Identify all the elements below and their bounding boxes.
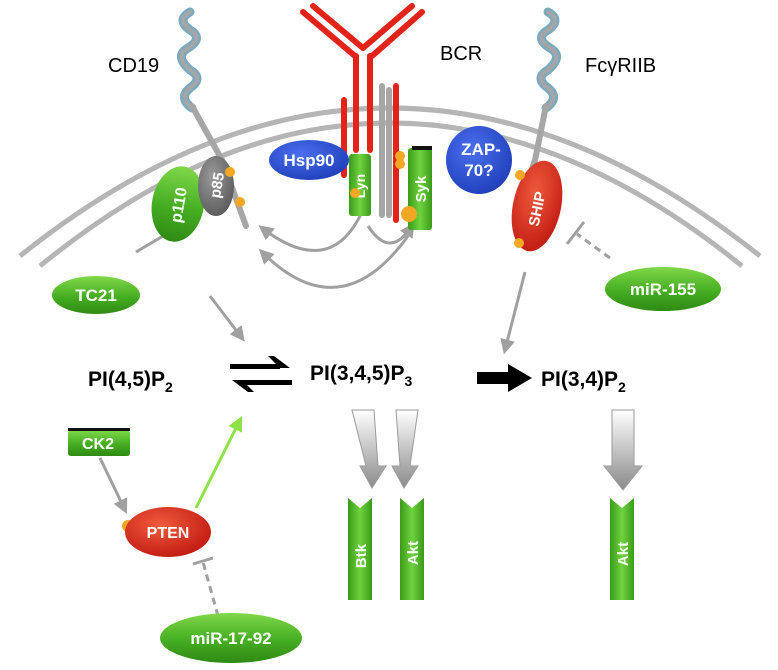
zap70-protein: ZAP- 70? [446,126,512,194]
akt-right-label: Akt [615,542,632,566]
ck2-to-pten-arrow [98,457,128,515]
ship-phosphatase: SHIP [511,160,563,252]
mir155-inhibition [576,232,611,260]
mir1792-inhibition [201,561,220,617]
activation-arrows-upper [135,211,527,355]
pip3-label: PI(3,4,5)P3 [310,362,413,389]
ck2-label: CK2 [82,436,114,453]
mir1792: miR-17-92 [160,613,302,663]
pip2-sub: 2 [165,379,173,395]
p110-label: p110 [168,186,191,224]
pi34p2-sub: 2 [618,379,626,395]
pten-phosphatase: PTEN [125,507,211,557]
btk-label: Btk [353,543,370,568]
pten-to-pip2-arrow [194,415,243,509]
mir155-inhibition-bar [565,221,586,245]
akt-effector-right: Akt [610,498,634,600]
bcr-coreceptor-chains [379,83,392,218]
zap70-label-line2: 70? [464,161,493,180]
tc21-protein: TC21 [52,276,140,314]
syk-label: Syk [413,175,430,202]
lyn-kinase: Lyn [349,154,371,216]
pip3-effector-arrows [351,409,644,491]
mir1792-inhibition-bar [192,556,214,566]
akt-effector-left: Akt [400,498,424,600]
phosphate-groups [122,151,525,532]
zap70-label-line1: ZAP- [461,140,501,159]
hsp90-label: Hsp90 [283,151,334,170]
pi34p2-main: PI(3,4)P [541,368,618,391]
cd19-label: CD19 [108,55,159,77]
pip3-main: PI(3,4,5)P [310,362,405,385]
pten-label: PTEN [147,525,190,542]
mir1792-label: miR-17-92 [190,629,271,648]
ship-label: SHIP [526,190,550,228]
btk-effector: Btk [348,498,372,600]
ck2-protein: CK2 [68,428,130,456]
hsp90-protein: Hsp90 [269,140,349,180]
fcgr2b-label: FcγRIIB [585,55,656,77]
akt-left-label: Akt [405,541,422,565]
pip2-main: PI(4,5)P [88,368,165,391]
pip3-sub: 3 [405,373,413,389]
p85-subunit: p85 [198,156,234,216]
tc21-label: TC21 [75,286,117,305]
p110-subunit: p110 [151,166,205,242]
pip2-label: PI(4,5)P2 [88,368,173,395]
mir155-label: miR-155 [630,280,696,299]
mir155: miR-155 [605,267,721,311]
bcr-label: BCR [440,43,482,65]
p85-label: p85 [207,171,228,199]
equilibrium-arrows [230,356,292,392]
pi34p2-label: PI(3,4)P2 [541,368,626,395]
forward-arrow [477,364,532,392]
